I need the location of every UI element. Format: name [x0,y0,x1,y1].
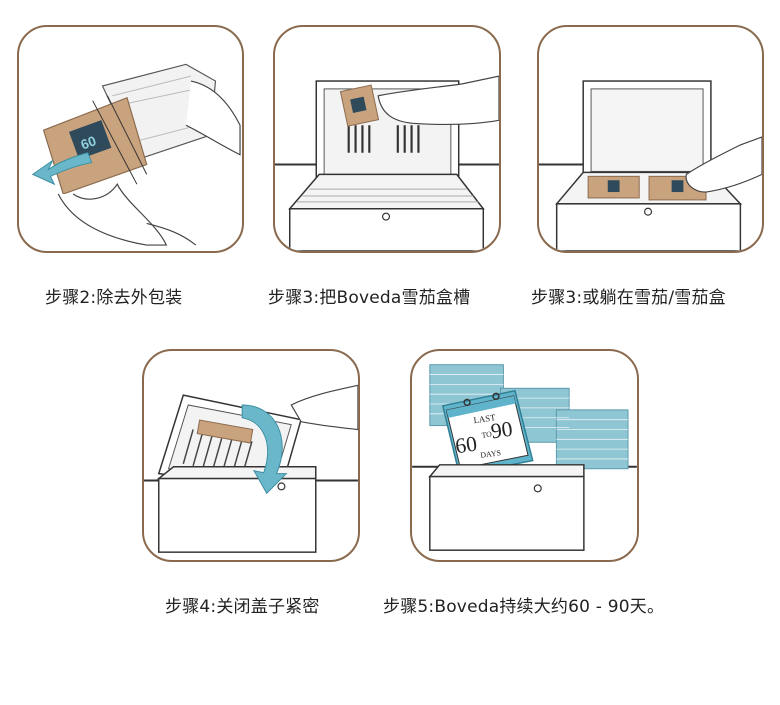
step3-lay-illustration [537,25,764,253]
step3-lay-caption: 步骤3:或躺在雪茄/雪茄盒 [531,288,726,308]
step5-caption: 步骤5:Boveda持续大约60 - 90天。 [383,597,665,617]
arrow-icon [31,152,93,186]
close-lid-drawing [144,384,358,553]
step4-illustration [142,349,360,562]
step5-illustration: LAST 60 TO 90 DAYS [410,349,639,562]
svg-text:90: 90 [489,417,514,444]
step2-illustration: 60 [17,25,244,253]
step2-caption: 步骤2:除去外包装 [45,288,183,308]
svg-text:LAST: LAST [473,412,497,425]
step3-slot-caption: 步骤3:把Boveda雪茄盒槽 [268,288,471,308]
flip-calendar: LAST 60 TO 90 DAYS [441,389,534,476]
calendar-drawing: LAST 60 TO 90 DAYS [412,364,637,551]
svg-text:TO: TO [481,430,493,440]
humidor-slot-drawing [275,75,499,251]
step4-caption: 步骤4:关闭盖子紧密 [165,597,320,617]
humidity-pack [196,419,254,444]
step3-slot-illustration [273,25,501,253]
svg-text:60: 60 [79,133,99,152]
humidor-lay-drawing [539,80,762,251]
arrow-icon [241,404,288,495]
unwrap-pack-drawing: 60 [31,63,241,246]
svg-text:60: 60 [454,432,479,459]
svg-text:DAYS: DAYS [480,448,502,460]
